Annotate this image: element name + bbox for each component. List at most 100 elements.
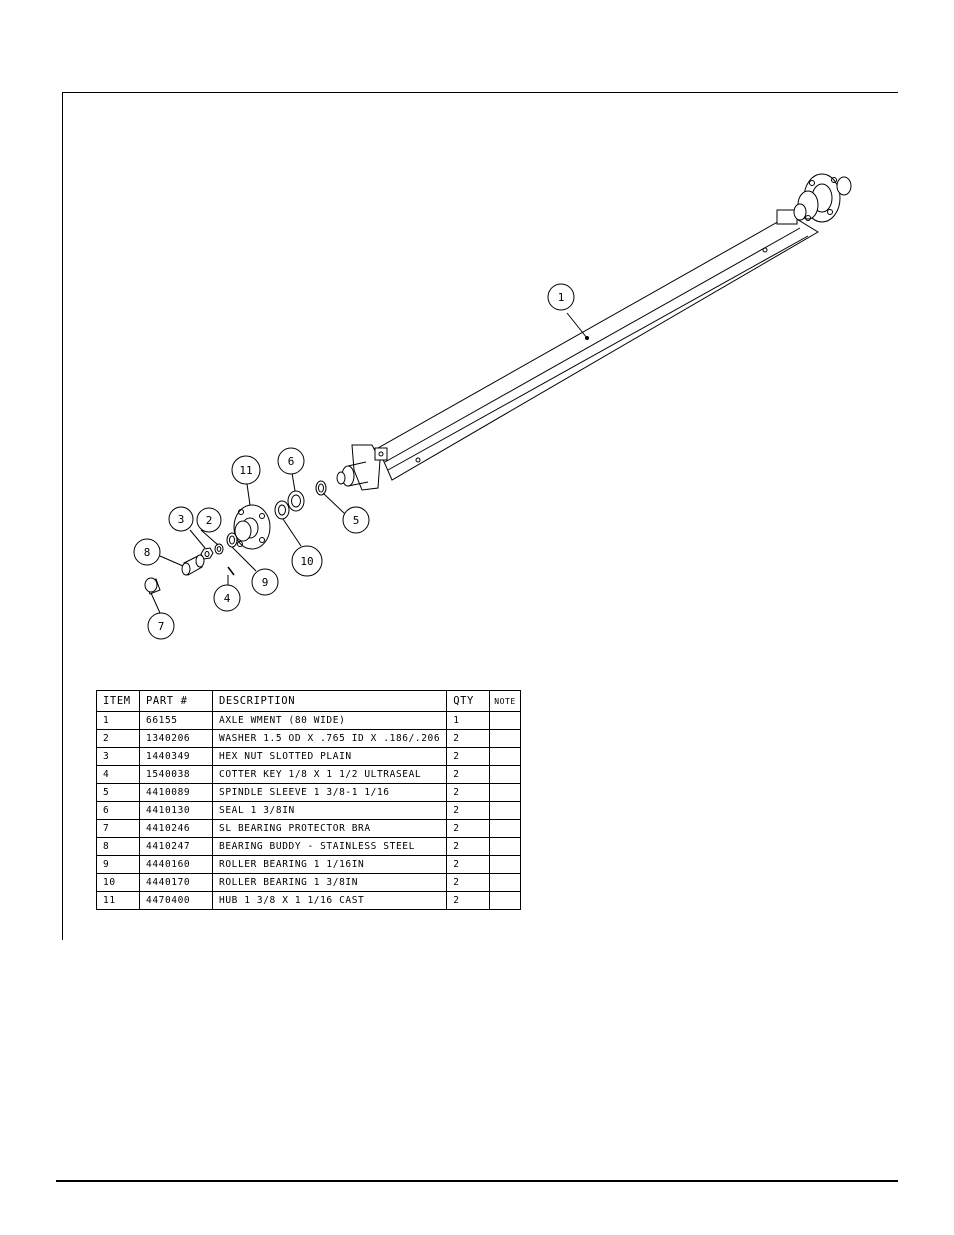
- svg-text:3: 3: [178, 513, 185, 526]
- bom-cell-note: [489, 765, 521, 784]
- balloon-8: 8: [133, 538, 161, 566]
- bom-cell-description: ROLLER BEARING 1 1/16IN: [211, 855, 448, 874]
- bom-cell-part: 4470400: [139, 891, 213, 910]
- bom-cell-note: [489, 783, 521, 802]
- svg-text:11: 11: [239, 464, 252, 477]
- drawing-frame-top: [62, 92, 898, 93]
- bom-cell-part: 4440170: [139, 873, 213, 892]
- seal-part: [287, 490, 305, 512]
- bom-cell-description: BEARING BUDDY - STAINLESS STEEL: [211, 837, 448, 856]
- hub-part: [233, 504, 271, 550]
- bom-cell-description: SPINDLE SLEEVE 1 3/8-1 1/16: [211, 783, 448, 802]
- right-hub-assembly: [776, 173, 852, 225]
- svg-text:2: 2: [206, 514, 213, 527]
- svg-text:1: 1: [558, 291, 565, 304]
- hex-nut-part: [200, 547, 214, 560]
- left-spindle: [336, 444, 388, 491]
- svg-text:8: 8: [144, 546, 151, 559]
- bom-cell-part: 4410130: [139, 801, 213, 820]
- bearing-buddy-part: [181, 554, 205, 576]
- bom-cell-item: 7: [96, 819, 140, 838]
- bom-cell-qty: 2: [446, 783, 491, 802]
- bom-cell-description: HEX NUT SLOTTED PLAIN: [211, 747, 448, 766]
- bom-cell-description: COTTER KEY 1/8 X 1 1/2 ULTRASEAL: [211, 765, 448, 784]
- cotter-key-part: [227, 566, 235, 576]
- bom-header-description: DESCRIPTION: [211, 690, 448, 712]
- balloon-9: 9: [251, 568, 279, 596]
- bom-cell-item: 5: [96, 783, 140, 802]
- axle-tube: [377, 214, 819, 481]
- leader-lines: [150, 312, 588, 614]
- bom-cell-note: [489, 873, 521, 892]
- bom-cell-item: 6: [96, 801, 140, 820]
- bom-cell-item: 10: [96, 873, 140, 892]
- bom-cell-qty: 2: [446, 765, 491, 784]
- bom-cell-part: 1540038: [139, 765, 213, 784]
- bom-cell-qty: 2: [446, 819, 491, 838]
- bom-cell-qty: 2: [446, 873, 491, 892]
- bom-header-note: NOTE: [489, 690, 521, 712]
- bom-cell-qty: 2: [446, 747, 491, 766]
- bom-cell-part: 1340206: [139, 729, 213, 748]
- svg-text:9: 9: [262, 576, 269, 589]
- bom-cell-part: 4410089: [139, 783, 213, 802]
- bom-header-item: ITEM: [96, 690, 140, 712]
- svg-text:5: 5: [353, 514, 360, 527]
- balloon-1: 1: [547, 283, 575, 311]
- bom-cell-item: 3: [96, 747, 140, 766]
- bom-cell-part: 66155: [139, 711, 213, 730]
- bom-cell-note: [489, 855, 521, 874]
- balloon-7: 7: [147, 612, 175, 640]
- bom-cell-part: 4410247: [139, 837, 213, 856]
- bom-cell-item: 2: [96, 729, 140, 748]
- bom-cell-note: [489, 819, 521, 838]
- spindle-sleeve-part: [315, 480, 327, 496]
- balloon-3: 3: [168, 506, 194, 532]
- svg-text:7: 7: [158, 620, 165, 633]
- bom-cell-item: 9: [96, 855, 140, 874]
- balloon-5: 5: [342, 506, 370, 534]
- bom-header-part: PART #: [139, 690, 213, 712]
- bom-cell-qty: 2: [446, 729, 491, 748]
- bom-cell-qty: 2: [446, 801, 491, 820]
- bom-cell-note: [489, 711, 521, 730]
- roller-bearing-small-part: [226, 532, 238, 548]
- bom-cell-qty: 2: [446, 891, 491, 910]
- bom-cell-description: ROLLER BEARING 1 3/8IN: [211, 873, 448, 892]
- bom-cell-description: SEAL 1 3/8IN: [211, 801, 448, 820]
- bearing-protector-part: [144, 577, 161, 595]
- bom-cell-item: 1: [96, 711, 140, 730]
- footer-rule: [56, 1180, 898, 1182]
- svg-text:10: 10: [300, 555, 313, 568]
- bom-cell-qty: 2: [446, 837, 491, 856]
- bom-cell-part: 4440160: [139, 855, 213, 874]
- bom-cell-note: [489, 801, 521, 820]
- bom-cell-note: [489, 837, 521, 856]
- bom-cell-qty: 2: [446, 855, 491, 874]
- balloon-10: 10: [291, 545, 323, 577]
- bom-cell-part: 4410246: [139, 819, 213, 838]
- svg-text:6: 6: [288, 455, 295, 468]
- bom-cell-item: 11: [96, 891, 140, 910]
- bom-cell-description: WASHER 1.5 OD X .765 ID X .186/.206: [211, 729, 448, 748]
- bom-cell-description: AXLE WMENT (80 WIDE): [211, 711, 448, 730]
- bom-cell-part: 1440349: [139, 747, 213, 766]
- bom-cell-description: HUB 1 3/8 X 1 1/16 CAST: [211, 891, 448, 910]
- drawing-frame-left: [62, 92, 63, 940]
- bom-cell-note: [489, 729, 521, 748]
- bom-header-qty: QTY: [446, 690, 491, 712]
- bom-header-row: ITEM PART # DESCRIPTION QTY NOTE: [96, 690, 521, 712]
- bom-cell-item: 4: [96, 765, 140, 784]
